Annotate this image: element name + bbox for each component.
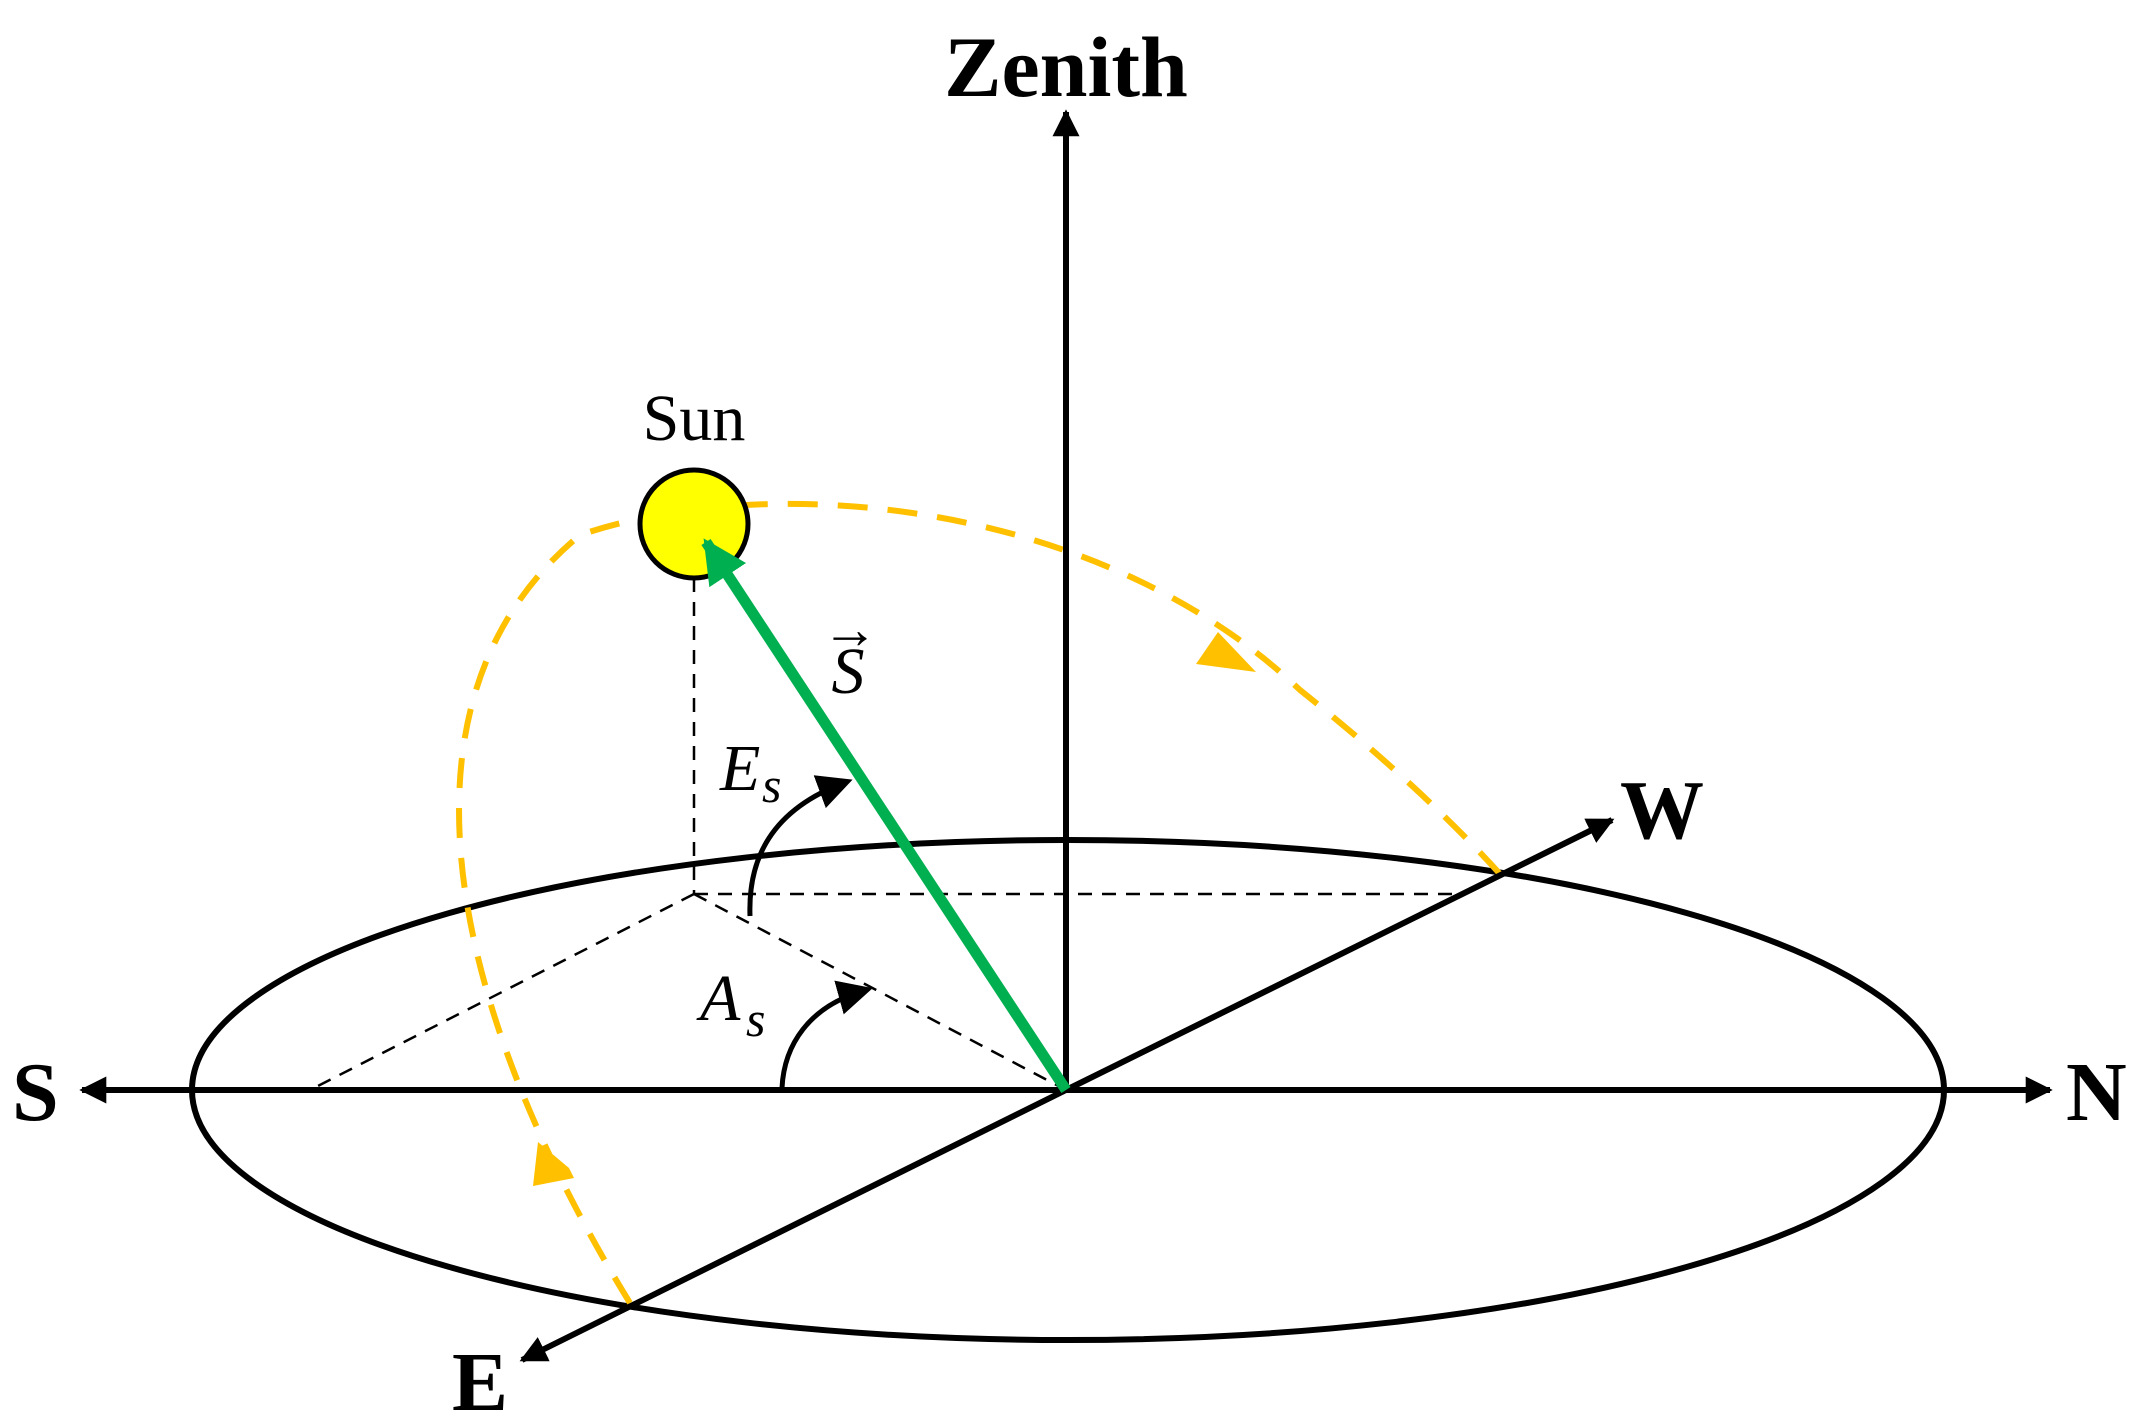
sun-path-arrow-setting — [1196, 632, 1256, 672]
sun-path — [456, 500, 1503, 1305]
azimuth-subscript: s — [746, 991, 765, 1047]
elevation-label: E s — [719, 732, 781, 813]
sun-vector-label: → S — [822, 599, 878, 708]
north-label: N — [2066, 1046, 2127, 1139]
east-axis — [519, 1087, 1068, 1363]
sun-path-arrows — [533, 632, 1256, 1186]
east-label: E — [452, 1336, 508, 1425]
azimuth-symbol: A — [696, 962, 741, 1035]
sun-vector-symbol: S — [832, 635, 865, 708]
projection-guides — [309, 530, 1456, 1092]
elevation-angle-arc — [747, 775, 853, 917]
south-guide — [309, 892, 695, 1092]
south-label: S — [12, 1046, 59, 1139]
elevation-subscript: s — [762, 757, 781, 813]
zenith-label: Zenith — [944, 19, 1188, 115]
sun-path-arrow-rising — [533, 1142, 574, 1186]
sun-icon — [637, 467, 751, 581]
azimuth-label: A s — [696, 962, 765, 1047]
axes — [79, 109, 2053, 1363]
sun-vector-arrow: → — [822, 599, 878, 661]
sun-label: Sun — [643, 382, 746, 455]
sun-vector — [701, 538, 1071, 1094]
elevation-symbol: E — [719, 732, 760, 805]
azimuth-angle-arc — [779, 980, 873, 1089]
west-axis — [1064, 817, 1615, 1093]
west-label: W — [1620, 764, 1704, 857]
